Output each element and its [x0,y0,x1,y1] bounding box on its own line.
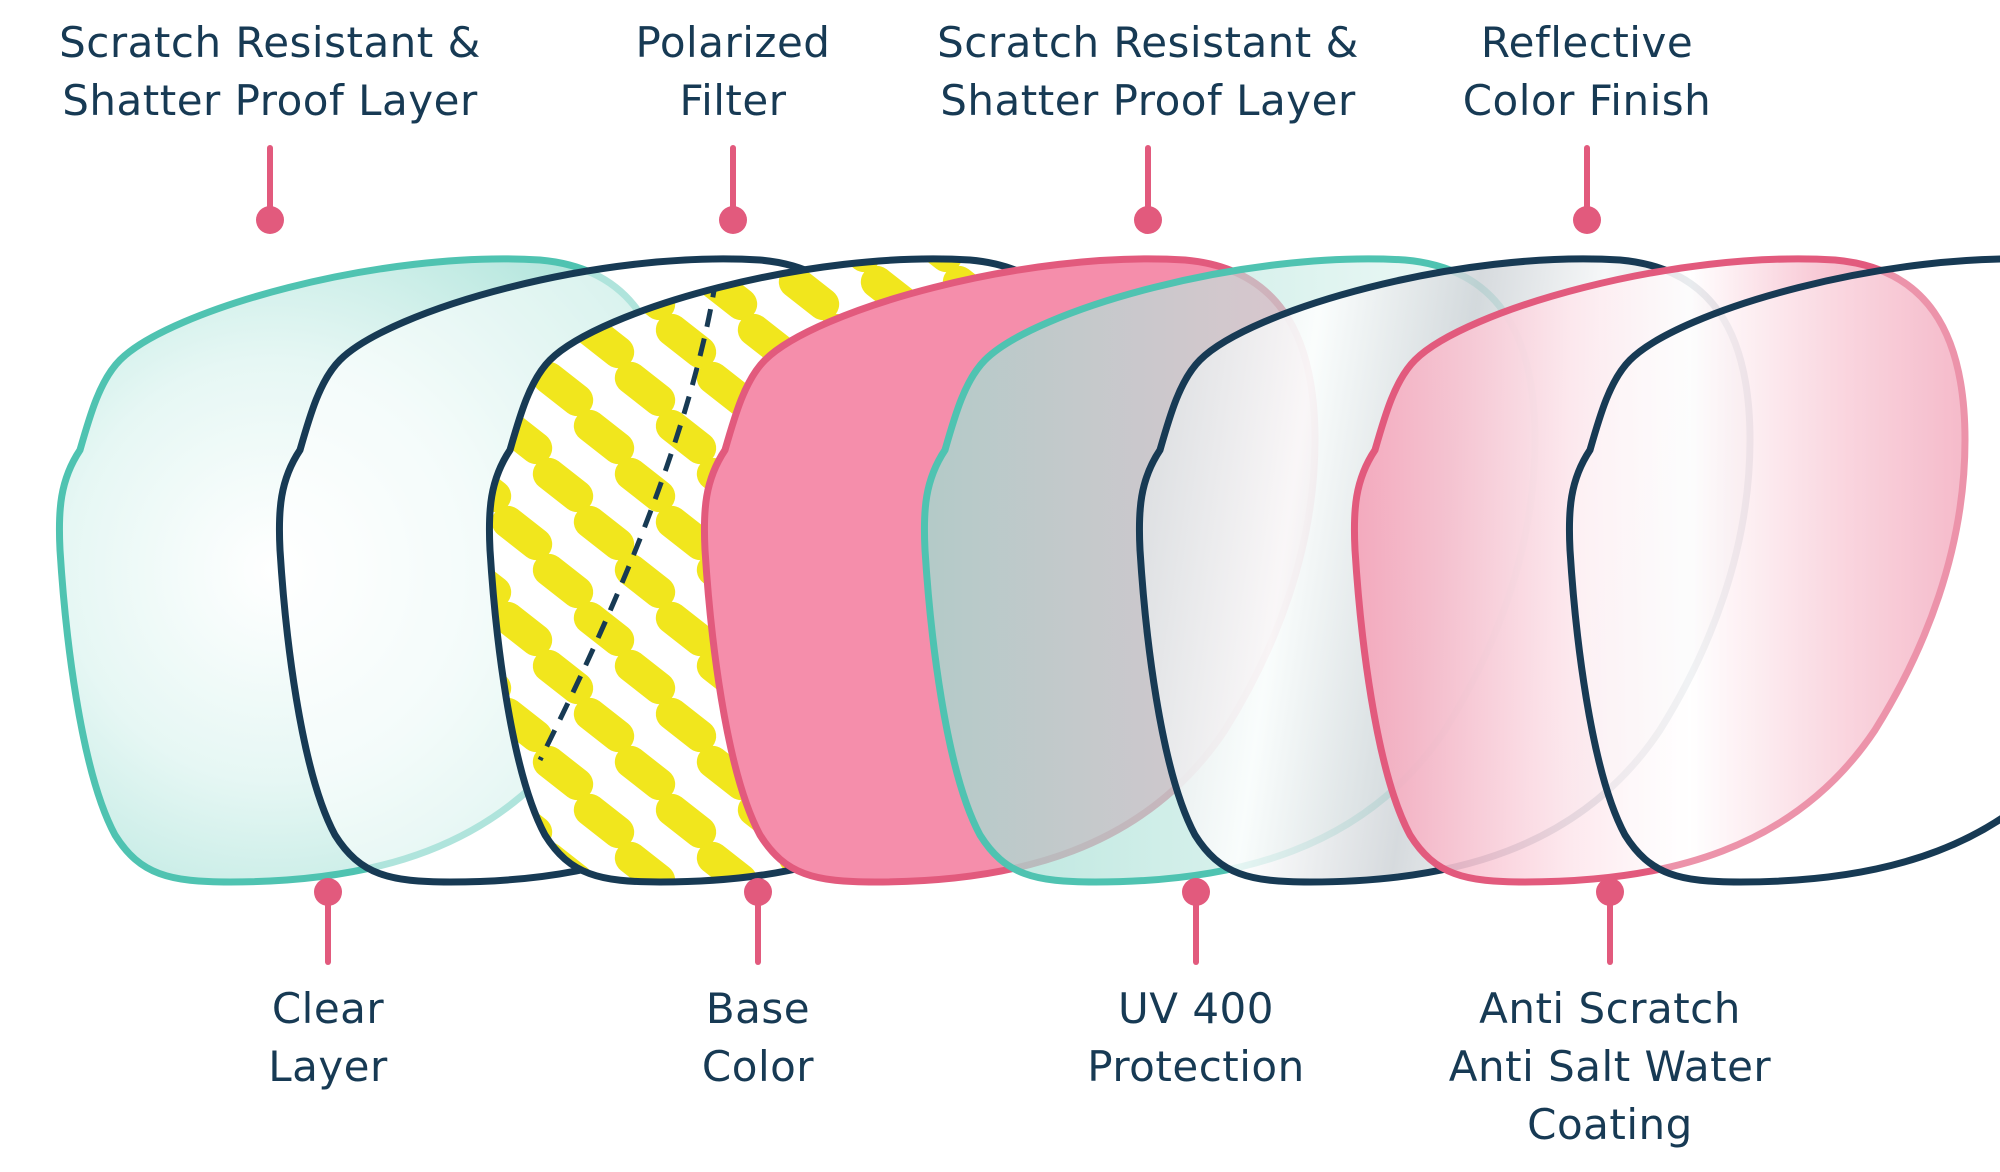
polarized-pill [655,601,717,657]
polarized-pill [614,649,676,705]
polarized-pill [696,841,758,883]
label-line: Clear [271,984,385,1033]
pointer-top-3 [1134,145,1162,234]
label-line: Base [705,984,811,1033]
polarized-pill [614,841,676,883]
pointer-bottom-4 [1596,878,1624,965]
pointer-top-1 [256,145,284,234]
polarized-pill [614,745,676,801]
label-line: Color Finish [1462,76,1712,125]
pointer-bottom-2 [744,878,772,965]
label-line: Shatter Proof Layer [62,76,478,125]
polarized-pill [532,361,594,417]
label-line: UV 400 [1118,984,1274,1033]
label-anti-scratch-coating: Anti Scratch Anti Salt Water Coating [1350,980,1870,1154]
polarized-pill [573,505,635,561]
polarized-pill [778,265,840,321]
pointer-top-2 [719,145,747,234]
polarized-pill [614,361,676,417]
polarized-pill [491,505,553,561]
polarized-pill [532,553,594,609]
label-line: Color [701,1042,815,1091]
label-base-color: Base Color [498,980,1018,1096]
label-scratch-resistant-back: Scratch Resistant & Shatter Proof Layer [888,14,1408,130]
label-line: Polarized [635,18,831,67]
label-line: Anti Salt Water [1448,1042,1772,1091]
label-scratch-resistant-front: Scratch Resistant & Shatter Proof Layer [10,14,530,130]
label-line: Protection [1087,1042,1305,1091]
label-line: Scratch Resistant & [59,18,481,67]
pointer-bottom-1 [314,878,342,965]
polarized-pill [532,745,594,801]
polarized-pill [532,649,594,705]
label-line: Shatter Proof Layer [940,76,1356,125]
polarized-pill [655,793,717,849]
polarized-pill [573,697,635,753]
polarized-pill [491,601,553,657]
label-uv400-protection: UV 400 Protection [936,980,1456,1096]
label-line: Anti Scratch [1479,984,1741,1033]
polarized-pill [655,505,717,561]
polarized-pill [655,409,717,465]
label-clear-layer: Clear Layer [68,980,588,1096]
pointer-top-4 [1573,145,1601,234]
polarized-pill [655,697,717,753]
label-line: Coating [1527,1100,1693,1149]
polarized-pill [532,457,594,513]
lens-anti-scratch-coating [1569,259,2000,882]
label-polarized-filter: Polarized Filter [473,14,993,130]
label-line: Reflective [1480,18,1694,67]
polarized-pill [573,793,635,849]
polarized-pill [489,457,512,513]
pointer-bottom-3 [1182,878,1210,965]
label-line: Layer [268,1042,388,1091]
label-reflective-finish: Reflective Color Finish [1327,14,1847,130]
label-line: Scratch Resistant & [937,18,1359,67]
polarized-pill [614,457,676,513]
label-line: Filter [679,76,787,125]
polarized-pill [573,409,635,465]
